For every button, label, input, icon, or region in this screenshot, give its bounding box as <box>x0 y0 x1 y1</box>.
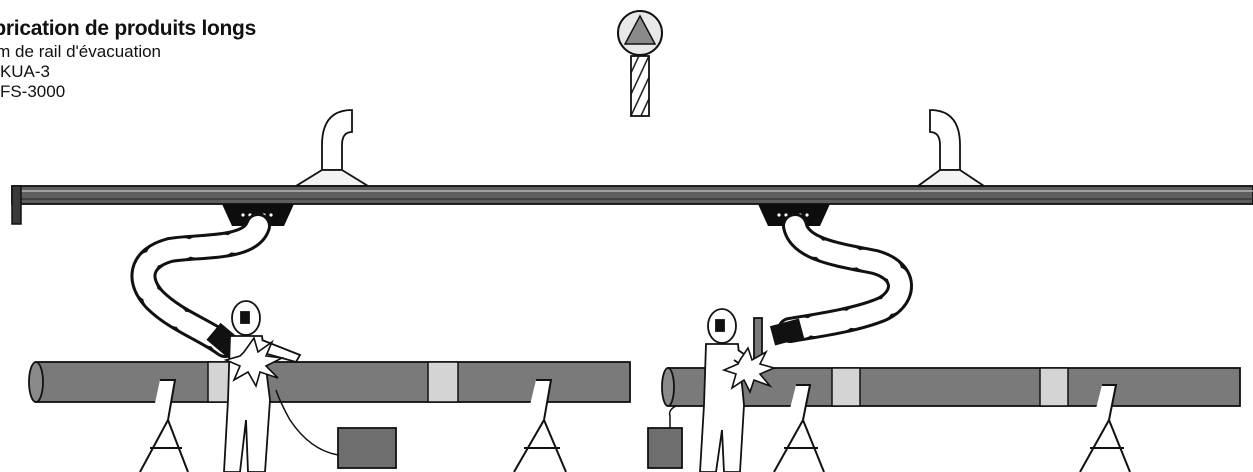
extraction-rail <box>12 186 1253 224</box>
duct-elbow-left <box>322 110 352 170</box>
extraction-duct <box>296 110 984 186</box>
welding-machine-right <box>648 406 682 468</box>
pipe-band <box>832 368 860 406</box>
pipe-band <box>428 362 458 402</box>
rail-end-cap <box>12 186 21 224</box>
duct-funnel-left <box>296 170 368 186</box>
pipe-band <box>1040 368 1068 406</box>
extraction-arm-left <box>143 204 294 359</box>
fan-unit <box>618 11 662 116</box>
extraction-arm-right <box>758 204 900 346</box>
duct-elbow-right <box>930 110 960 170</box>
welding-cable-right <box>670 406 676 428</box>
duct-funnel-right <box>918 170 984 186</box>
fan-vertical-duct <box>631 56 649 116</box>
